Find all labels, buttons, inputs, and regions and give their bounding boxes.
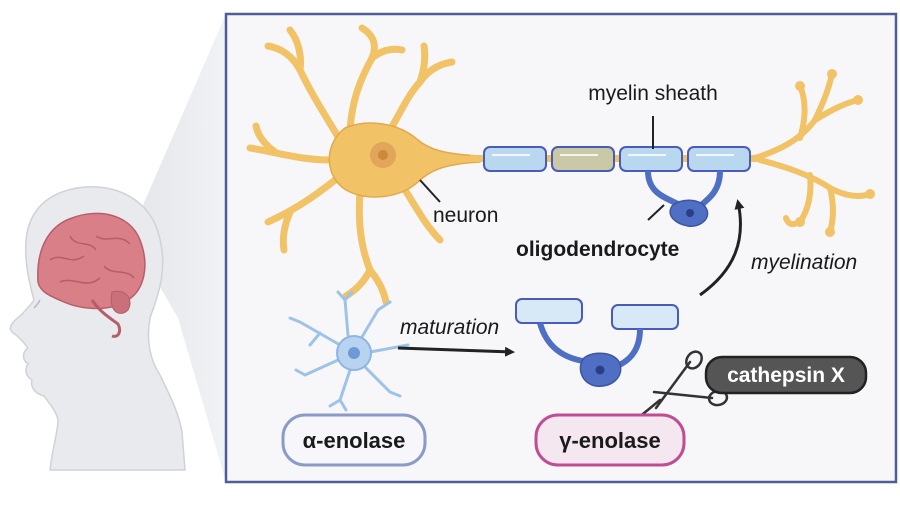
gamma-enolase-badge: γ-enolase [534, 413, 686, 467]
alpha-enolase-badge: α-enolase [281, 413, 427, 467]
alpha-enolase-label: α-enolase [303, 428, 406, 453]
zoom-cone [130, 14, 226, 482]
neuron-leader-line [419, 179, 441, 203]
maturation-arrow [397, 346, 515, 357]
label-oligodendrocyte: oligodendrocyte [516, 238, 679, 261]
label-myelin-sheath: myelin sheath [588, 82, 718, 105]
gamma-enolase-label: γ-enolase [559, 428, 661, 453]
zoom-panel [224, 12, 898, 484]
label-maturation: maturation [400, 316, 499, 339]
head-brain-icon [9, 185, 186, 471]
immature-oligodendrocyte-icon [515, 298, 679, 387]
oligodendrocyte-icon [645, 170, 723, 227]
precursor-cell-icon [288, 290, 410, 412]
label-myelination: myelination [751, 251, 857, 274]
oligo-leader-line [647, 204, 665, 221]
myelination-arrow [699, 199, 745, 297]
cathepsin-x-badge: cathepsin X [704, 355, 868, 395]
label-neuron: neuron [433, 204, 498, 227]
myelin-sheath-icon [483, 146, 751, 172]
cathepsin-x-label: cathepsin X [727, 364, 845, 387]
